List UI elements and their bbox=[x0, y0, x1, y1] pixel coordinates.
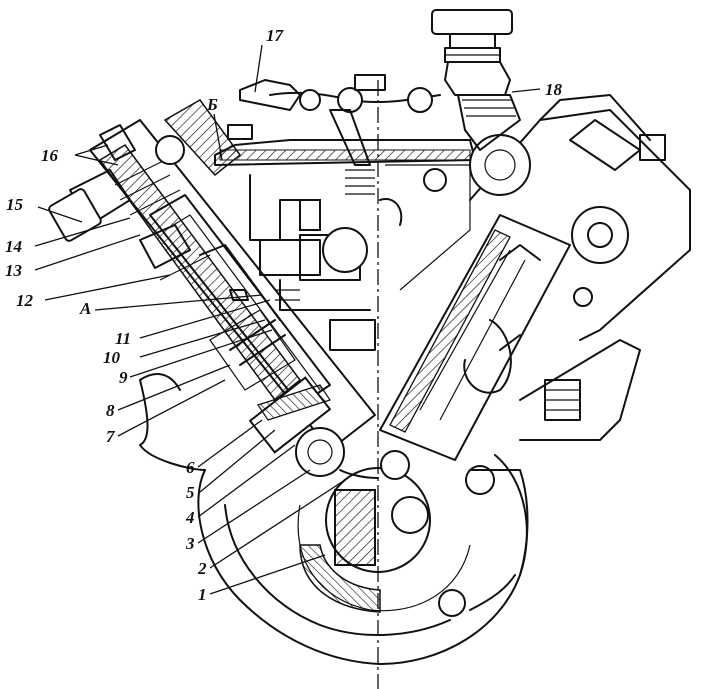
callout-13: 13 bbox=[5, 261, 22, 280]
callout-12: 12 bbox=[16, 291, 33, 310]
callout-15: 15 bbox=[6, 195, 23, 214]
callout-a: А bbox=[80, 299, 92, 318]
top-cover bbox=[214, 74, 476, 351]
pressure-fitting bbox=[431, 9, 521, 151]
callout-3: 3 bbox=[186, 534, 195, 553]
leader-lines bbox=[34, 44, 541, 595]
callout-b: Б bbox=[207, 95, 218, 114]
callout-17: 17 bbox=[266, 26, 283, 45]
left-pump-section bbox=[48, 99, 376, 477]
callout-18: 18 bbox=[545, 80, 562, 99]
callout-4: 4 bbox=[186, 508, 195, 527]
lower-housing bbox=[139, 373, 528, 665]
callout-10: 10 bbox=[103, 348, 120, 367]
callout-8: 8 bbox=[106, 401, 115, 420]
drive-shaft bbox=[299, 467, 431, 613]
callout-11: 11 bbox=[115, 329, 132, 348]
callout-16: 16 bbox=[41, 146, 58, 165]
callout-5: 5 bbox=[186, 483, 195, 502]
callout-1: 1 bbox=[198, 585, 207, 604]
callout-9: 9 bbox=[119, 368, 128, 387]
callout-6: 6 bbox=[186, 458, 195, 477]
callout-2: 2 bbox=[198, 559, 207, 578]
callout-7: 7 bbox=[106, 427, 115, 446]
right-pump-section bbox=[379, 94, 691, 617]
callout-14: 14 bbox=[5, 237, 22, 256]
